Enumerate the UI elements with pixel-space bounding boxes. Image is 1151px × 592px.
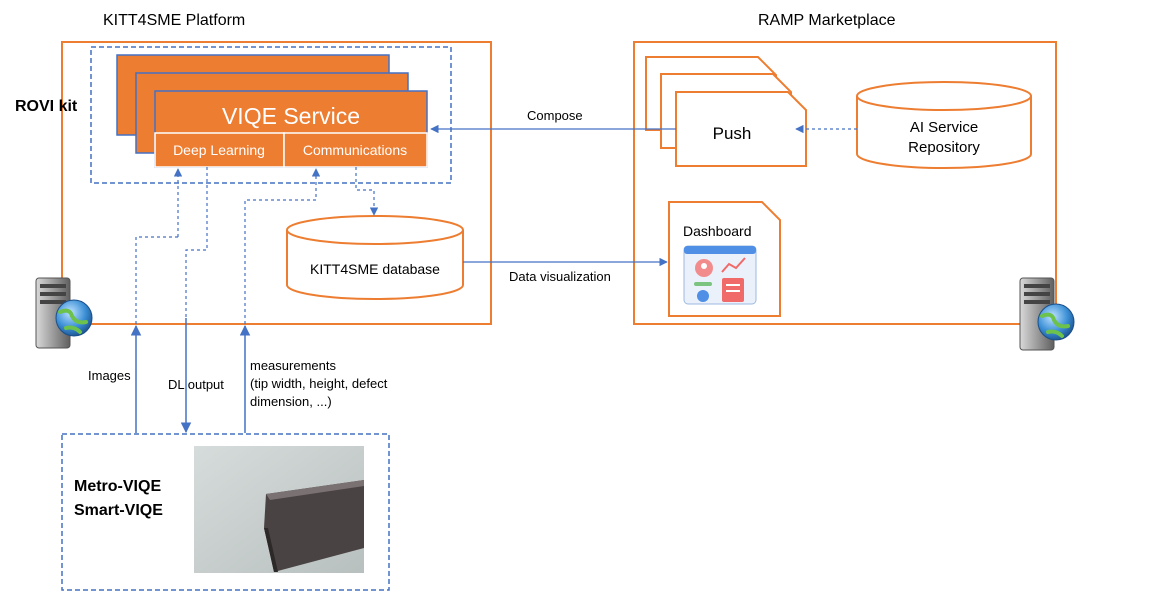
data-visualization-label: Data visualization bbox=[509, 269, 611, 284]
device-name-line2: Smart-VIQE bbox=[74, 502, 163, 519]
push-label: Push bbox=[713, 124, 752, 143]
ai-service-repository[interactable]: AI Service Repository bbox=[856, 81, 1032, 169]
marketplace-title: RAMP Marketplace bbox=[758, 12, 896, 29]
communications-label: Communications bbox=[303, 142, 407, 158]
device-region bbox=[61, 433, 390, 591]
measurements-route bbox=[244, 168, 321, 324]
server-globe-icon bbox=[35, 277, 93, 349]
dashboard-icon bbox=[683, 245, 757, 305]
rovi-kit-region bbox=[90, 46, 452, 184]
measurements-label-line3: dimension, ...) bbox=[250, 394, 332, 409]
images-route bbox=[135, 236, 178, 324]
kitt4sme-database[interactable]: KITT4SME database bbox=[286, 215, 464, 300]
deep-learning-label: Deep Learning bbox=[173, 142, 265, 158]
images-label: Images bbox=[88, 368, 131, 383]
measurements-label-line2: (tip width, height, defect bbox=[250, 376, 388, 391]
communications-to-database-arrow bbox=[355, 167, 379, 216]
platform-container bbox=[61, 41, 492, 325]
deep-learning-module[interactable] bbox=[154, 132, 285, 168]
server-globe-icon bbox=[1019, 277, 1075, 351]
repository-label-line2: Repository bbox=[908, 139, 980, 156]
compose-label: Compose bbox=[527, 108, 583, 123]
push-card[interactable] bbox=[675, 91, 807, 167]
rovi-kit-label: ROVI kit bbox=[15, 98, 78, 115]
microscope-tip-photo bbox=[194, 446, 364, 573]
dashboard-label: Dashboard bbox=[683, 223, 752, 239]
dl-output-route bbox=[185, 167, 208, 318]
database-label: KITT4SME database bbox=[310, 261, 440, 277]
repository-label-line1: AI Service bbox=[910, 119, 978, 136]
viqe-service-title: VIQE Service bbox=[222, 103, 360, 129]
marketplace-container bbox=[633, 41, 1057, 325]
platform-title: KITT4SME Platform bbox=[103, 12, 245, 29]
dl-output-label: DL output bbox=[168, 377, 224, 392]
measurements-label-line1: measurements bbox=[250, 358, 336, 373]
dashboard-card[interactable]: Dashboard bbox=[668, 201, 781, 317]
device-name-line1: Metro-VIQE bbox=[74, 478, 161, 495]
